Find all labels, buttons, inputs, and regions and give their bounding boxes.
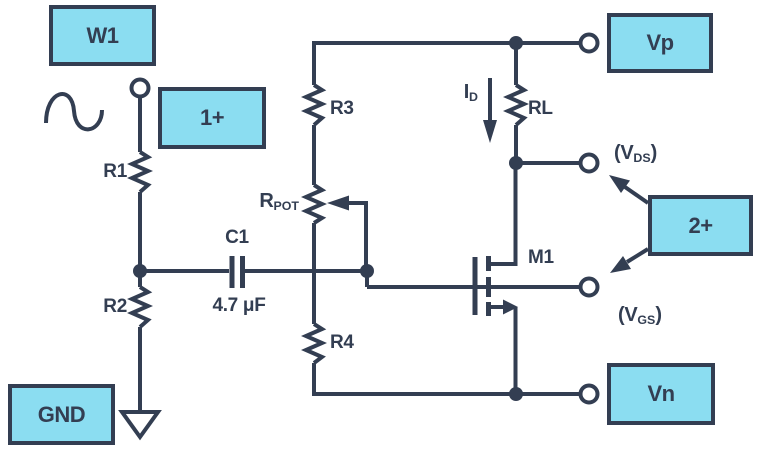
resistor-rl-symbol — [503, 83, 529, 127]
wire-bottom-rail — [312, 363, 580, 396]
label-vds-post: ) — [650, 142, 658, 164]
label-r4: R4 — [330, 332, 354, 353]
junction-vn-node — [509, 387, 523, 401]
io-box-w1: W1 — [49, 5, 156, 66]
io-box-ch1-label: 1+ — [199, 105, 225, 130]
wire-top-rail — [312, 41, 580, 85]
drain-lead — [488, 163, 518, 266]
resistor-r3-symbol — [301, 83, 327, 127]
mosfet-m1 — [365, 163, 580, 401]
junction-vp-node — [509, 36, 523, 50]
io-box-ch2-label: 2+ — [688, 212, 713, 238]
io-box-vp: Vp — [607, 13, 713, 73]
terminal-vn — [578, 383, 600, 405]
io-box-gnd: GND — [8, 384, 115, 445]
terminal-w1 — [129, 77, 151, 99]
input-branch — [44, 77, 162, 441]
label-r1: R1 — [103, 161, 127, 182]
io-box-w1-label: W1 — [86, 22, 120, 48]
capacitor-c1 — [140, 256, 367, 288]
io-box-gnd-label: GND — [37, 401, 86, 427]
label-vds: (VDS) — [614, 142, 657, 165]
io-box-vp-label: Vp — [646, 30, 674, 55]
ch2-lower-arrow-shaft — [625, 247, 650, 264]
source-arrowhead — [503, 299, 518, 315]
label-vgs: (VGS) — [618, 304, 662, 327]
bias-divider-branch — [301, 41, 580, 396]
label-r2: R2 — [103, 296, 127, 317]
label-id-base: I — [463, 81, 470, 103]
potentiometer-rpot-symbol — [301, 183, 327, 225]
terminal-vp — [578, 32, 600, 54]
io-box-ch1: 1+ — [158, 87, 266, 149]
label-rpot-base: R — [259, 190, 274, 212]
sine-wave-icon — [44, 92, 104, 132]
right-terminals — [578, 32, 600, 405]
label-id-sub: D — [469, 90, 478, 105]
label-id: ID — [446, 81, 478, 104]
resistor-r2-symbol — [127, 285, 153, 329]
label-rpot-sub: POT — [273, 199, 299, 214]
label-vgs-sub: GS — [637, 313, 656, 328]
io-box-vn-label: Vn — [647, 381, 675, 406]
label-rl: RL — [528, 98, 553, 119]
wiper-wire — [347, 201, 368, 271]
label-vds-pre: (V — [614, 142, 634, 164]
label-r3: R3 — [330, 98, 354, 119]
wiper-arrowhead — [327, 195, 349, 211]
resistor-r4-symbol — [301, 322, 327, 365]
io-box-ch2: 2+ — [648, 195, 753, 256]
ch2-lower-arrowhead — [610, 256, 631, 273]
terminal-vgs — [578, 276, 600, 298]
label-c1: C1 — [225, 227, 249, 248]
ch2-upper-arrowhead — [609, 175, 630, 193]
label-c1-value: 4.7 μF — [212, 295, 266, 316]
ground-icon — [118, 410, 162, 441]
resistor-r1-symbol — [127, 150, 153, 194]
label-vgs-post: ) — [655, 304, 662, 326]
terminal-vds — [578, 152, 600, 174]
label-vds-sub: DS — [633, 151, 651, 166]
id-arrowhead — [483, 120, 497, 143]
label-vgs-pre: (V — [618, 304, 638, 326]
ch2-pointers — [609, 175, 650, 273]
label-m1: M1 — [528, 247, 554, 268]
label-rpot: RPOT — [235, 190, 299, 213]
ch2-upper-arrow-shaft — [623, 185, 650, 205]
io-box-vn: Vn — [607, 363, 715, 425]
load-branch — [483, 36, 580, 170]
